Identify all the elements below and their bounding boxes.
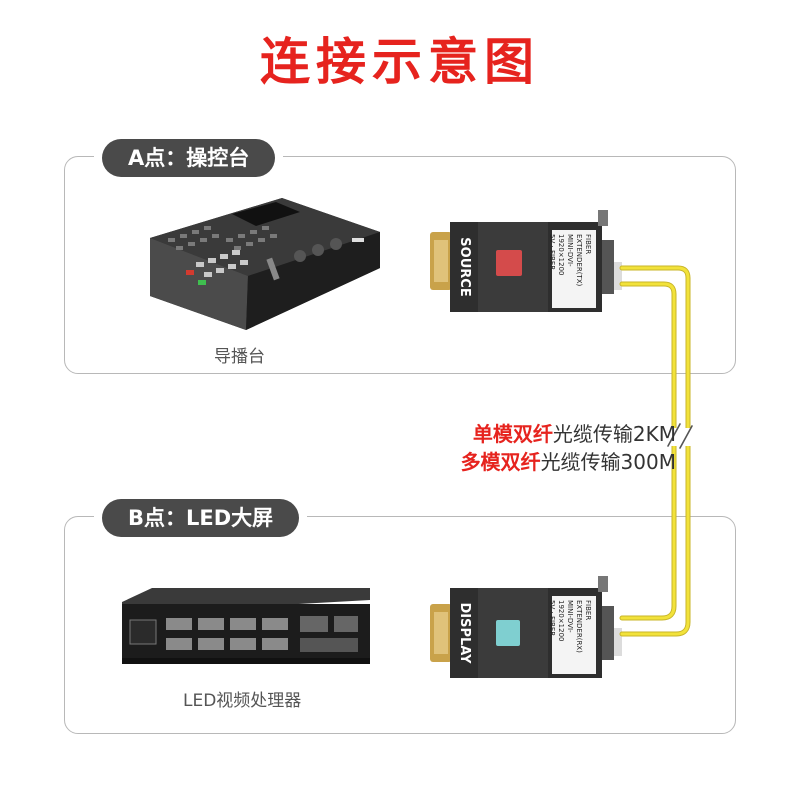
panel-b-led-screen [64,516,736,734]
extender-tx [430,210,622,312]
tx-power: 5V [548,234,556,244]
tx-model-line2: MINI-DVI-1920×1200 [557,234,574,276]
cable-note-multimode: 多模双纤光缆传输300M [461,446,676,475]
extender-rx [430,576,622,678]
extender-tx-model: FIBER EXTENDER(TX) MINI-DVI-1920×1200 5V… [548,234,592,306]
rx-power: 5V [548,600,556,610]
tag-point-b: B点：LED大屏 [94,499,308,537]
source-label: SOURCE [457,237,472,297]
rx-port: FIBER [548,615,556,637]
processor-caption: LED视频处理器 [183,691,302,711]
cable-note-highlight: 多模双纤 [460,450,541,474]
tx-port: FIBER [548,249,556,271]
display-label: DISPLAY [457,602,472,664]
extender-rx-label: DISPLAY [453,590,475,676]
rx-model-line2: MINI-DVI-1920×1200 [557,600,574,642]
cable-note-text: 光缆传输300M [540,450,676,474]
video-switcher-image [150,198,380,330]
switcher-caption: 导播台 [214,347,265,367]
fiber-cable [619,265,698,637]
panel-a-console [64,156,736,374]
tag-point-a-label: A点：操控台 [102,139,276,177]
tx-model-line1: FIBER EXTENDER(TX) [575,234,592,287]
cable-note-highlight: 单模双纤 [472,422,553,446]
cable-note-singlemode: 单模双纤光缆传输2KM [473,418,676,447]
rx-model-line1: FIBER EXTENDER(RX) [575,600,592,653]
extender-rx-model: FIBER EXTENDER(RX) MINI-DVI-1920×1200 5V… [548,600,592,672]
tag-point-a: A点：操控台 [94,139,284,177]
extender-tx-label: SOURCE [453,224,475,310]
tag-point-b-label: B点：LED大屏 [102,499,300,537]
cable-note-text: 光缆传输2KM [552,422,676,446]
led-processor-image [122,588,370,664]
page-title: 连接示意图 [260,33,540,91]
